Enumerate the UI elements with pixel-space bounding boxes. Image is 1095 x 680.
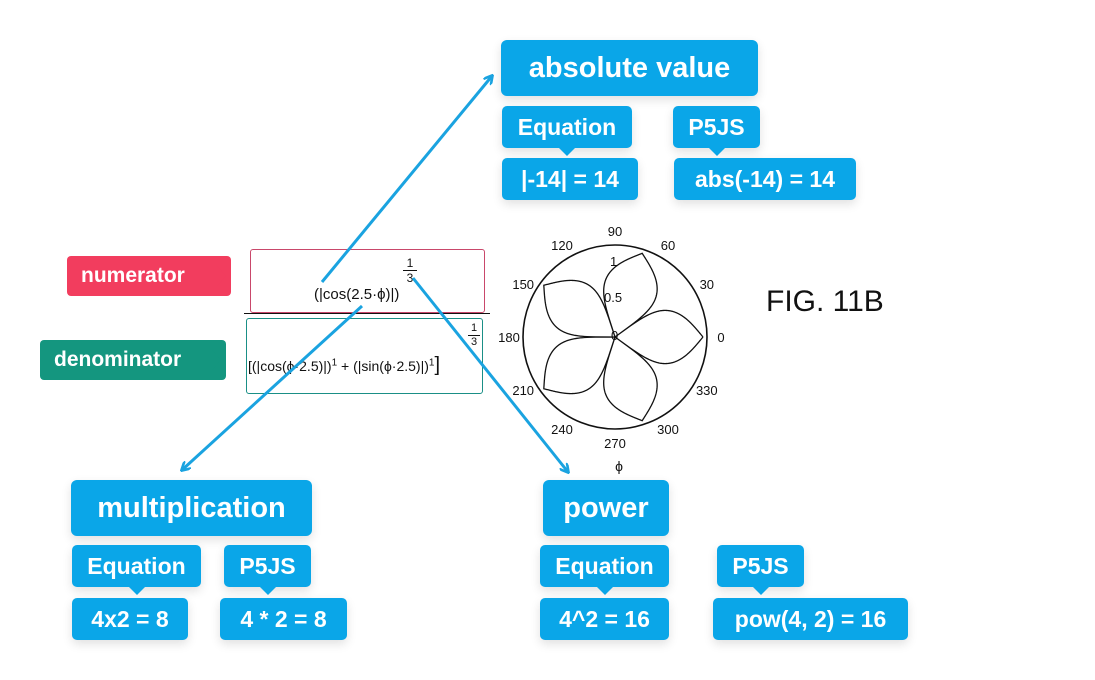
numerator-tag: numerator [67, 256, 231, 296]
angle-label-150: 150 [512, 277, 534, 292]
absolute-value-title: absolute value [501, 40, 758, 96]
denominator-tag-pointer [212, 350, 221, 370]
multiplication-p5js-label-text: P5JS [239, 552, 296, 579]
angle-label-180: 180 [498, 330, 520, 345]
power-p5js-value: pow(4, 2) = 16 [713, 598, 908, 640]
absolute-equation-label-text: Equation [517, 113, 617, 140]
denominator-exp-bar [468, 335, 480, 336]
denominator-expr-1: [(|cos(ϕ·2.5)|) [248, 358, 332, 374]
multiplication-equation-label: Equation [72, 545, 201, 595]
figure-label: FIG. 11B [766, 285, 884, 318]
numerator-exp-den: 3 [406, 271, 414, 285]
arrow-to-absolute-value [320, 76, 492, 283]
denominator-formula: [(|cos(ϕ·2.5)|)1 + (|sin(ϕ·2.5)|)1] [248, 354, 440, 377]
multiplication-p5js-value: 4 * 2 = 8 [220, 598, 347, 640]
multiplication-equation-value: 4x2 = 8 [72, 598, 188, 640]
power-title: power [543, 480, 669, 536]
power-equation-value: 4^2 = 16 [540, 598, 669, 640]
denominator-exp1: 1 [331, 357, 338, 369]
power-equation-label: Equation [540, 545, 669, 595]
numerator-expression: (|cos(2.5·ϕ)|) [314, 286, 400, 303]
angle-label-240: 240 [551, 422, 573, 437]
fraction-bar [244, 313, 490, 314]
absolute-equation-value: |-14| = 14 [502, 158, 638, 200]
power-p5js-label-text: P5JS [732, 552, 789, 579]
power-equation-label-text: Equation [555, 552, 654, 579]
denominator-bracket: ] [434, 354, 440, 376]
polar-axis-label: ϕ [615, 458, 623, 474]
denominator-tag-label: denominator [54, 348, 182, 371]
angle-label-300: 300 [657, 422, 679, 437]
multiplication-title: multiplication [71, 480, 312, 536]
numerator-tag-label: numerator [81, 264, 185, 287]
numerator-formula: (|cos(2.5·ϕ)|) [314, 286, 399, 303]
radial-label-0-5: 0.5 [604, 290, 622, 305]
power-p5js-label: P5JS [717, 545, 804, 595]
denominator-exp2: 1 [428, 357, 435, 369]
absolute-equation-label: Equation [502, 106, 632, 156]
arrow-to-multiplication [182, 304, 364, 470]
absolute-p5js-label: P5JS [673, 106, 760, 156]
arrow-to-power [411, 277, 568, 472]
angle-label-60: 60 [661, 238, 675, 253]
absolute-p5js-value: abs(-14) = 14 [674, 158, 856, 200]
radial-label-0: 0 [611, 328, 618, 343]
numerator-tag-pointer [217, 266, 226, 286]
numerator-exponent: 1 3 [403, 256, 417, 285]
angle-label-0: 0 [717, 330, 724, 345]
angle-label-30: 30 [700, 277, 714, 292]
numerator-exp-bar [403, 270, 417, 271]
polar-outer-circle [522, 244, 708, 430]
numerator-box [250, 249, 485, 313]
angle-label-330: 330 [696, 383, 718, 398]
angle-label-120: 120 [551, 238, 573, 253]
multiplication-equation-label-text: Equation [87, 552, 186, 579]
angle-label-90: 90 [608, 224, 622, 239]
angle-label-210: 210 [512, 383, 534, 398]
denominator-exponent: 1 3 [468, 322, 480, 349]
denominator-exp-den: 3 [470, 336, 478, 348]
absolute-p5js-label-text: P5JS [688, 113, 745, 140]
rose-curve [543, 252, 704, 422]
numerator-exp-num: 1 [406, 256, 414, 270]
denominator-expr-2: + (|sin(ϕ·2.5)|) [337, 358, 429, 374]
radial-label-1: 1 [610, 254, 617, 269]
denominator-exp-num: 1 [470, 322, 478, 334]
denominator-tag: denominator [40, 340, 226, 380]
multiplication-p5js-label: P5JS [224, 545, 311, 595]
denominator-box [246, 318, 483, 394]
angle-label-270: 270 [604, 436, 626, 451]
